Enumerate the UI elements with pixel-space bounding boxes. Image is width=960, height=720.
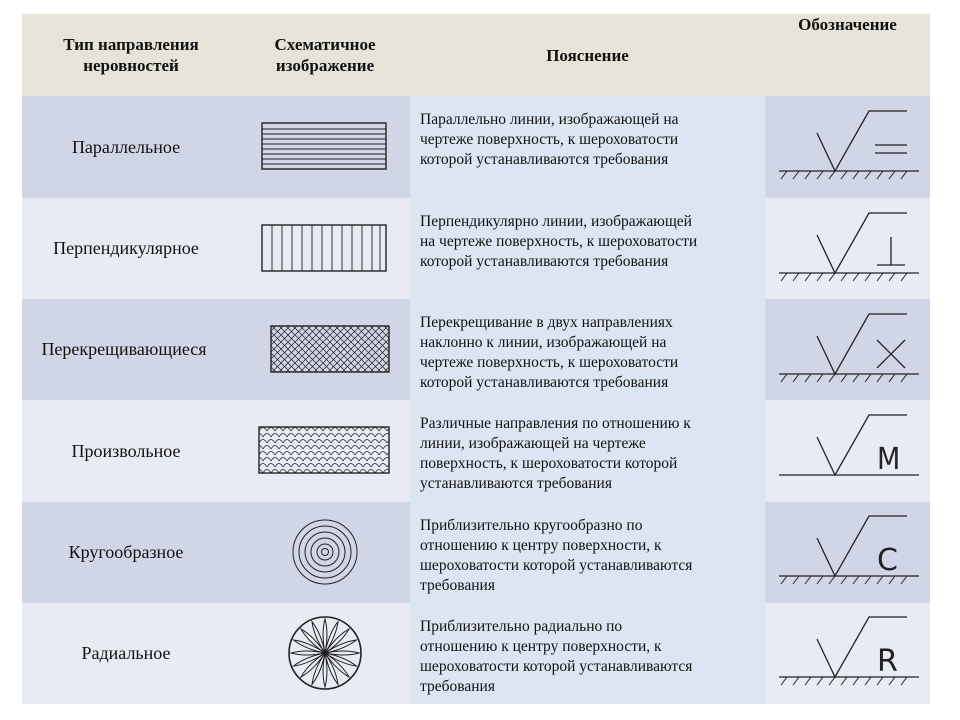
random-pattern-icon xyxy=(258,426,390,474)
explanation-cell: Перекрещивание в двух направлениях накло… xyxy=(410,299,765,401)
header-designation: Обозначение xyxy=(765,14,930,96)
schematic-cell xyxy=(240,299,410,401)
explanation-cell: Перпендикулярно линии, изображающей на ч… xyxy=(410,198,765,300)
header-explanation: Пояснение xyxy=(410,14,765,96)
lay-type-cell: Перпендикулярное xyxy=(22,198,240,300)
designation-cell xyxy=(765,198,930,300)
lay-type-cell: Параллельное xyxy=(22,96,240,199)
table-row: Радиальное Приблизительно радиально по о… xyxy=(22,602,930,704)
designation-cell: R xyxy=(765,602,930,704)
lay-type-cell: Радиальное xyxy=(22,602,240,704)
schematic-cell xyxy=(240,501,410,603)
header-schematic: Схематичное изображение xyxy=(240,14,410,96)
roughness-C-symbol-icon: C xyxy=(778,515,919,585)
schematic-cell xyxy=(240,198,410,300)
explanation-text: Перпендикулярно линии, изображающей на ч… xyxy=(420,213,698,271)
symbol-letter: R xyxy=(877,644,898,679)
table-row: Перекрещивающиеся Перекрещивание в двух … xyxy=(22,299,930,401)
explanation-cell: Приблизительно кругообразно по отношению… xyxy=(410,501,765,603)
explanation-text: Перекрещивание в двух направлениях накло… xyxy=(420,314,679,392)
lay-type-cell: Произвольное xyxy=(22,400,240,502)
roughness-M-symbol-icon: M xyxy=(778,414,919,477)
crossed-hatch-icon xyxy=(270,325,390,373)
table-row: Параллельное Параллельно линии, изобража… xyxy=(22,96,930,199)
perpendicular-lines-icon xyxy=(261,224,387,272)
header-text: Схематичное изображение xyxy=(274,35,376,75)
schematic-cell xyxy=(240,602,410,704)
table-header-row: Тип направления неровностей Схематичное … xyxy=(22,14,930,96)
explanation-text: Параллельно линии, изображающей на черте… xyxy=(420,111,679,168)
explanation-cell: Приблизительно радиально по отношению к … xyxy=(410,602,765,704)
parallel-lines-icon xyxy=(261,122,387,170)
explanation-text: Приблизительно кругообразно по отношению… xyxy=(420,516,693,594)
table-row: Перпендикулярное Перпендикулярно линии, … xyxy=(22,198,930,300)
explanation-text: Приблизительно радиально по отношению к … xyxy=(420,617,693,695)
table-row: Произвольное Различные направления по от… xyxy=(22,400,930,502)
table-row: Кругообразное Приблизительно кругообразн… xyxy=(22,501,930,603)
explanation-cell: Различные направления по отношению к лин… xyxy=(410,400,765,502)
radial-rosette-icon xyxy=(288,616,362,691)
roughness-R-symbol-icon: R xyxy=(778,616,919,686)
schematic-cell xyxy=(240,96,410,199)
roughness-parallel-symbol-icon xyxy=(778,110,919,180)
designation-cell xyxy=(765,299,930,401)
header-text: Обозначение xyxy=(798,15,897,34)
explanation-text: Различные направления по отношению к лин… xyxy=(420,415,691,493)
roughness-crossed-symbol-icon xyxy=(778,313,919,383)
schematic-cell xyxy=(240,400,410,502)
header-lay-type: Тип направления неровностей xyxy=(22,14,240,96)
designation-cell xyxy=(765,96,930,199)
symbol-letter: M xyxy=(877,442,900,477)
designation-cell: M xyxy=(765,400,930,502)
concentric-circles-icon xyxy=(292,519,358,585)
lay-type-cell: Перекрещивающиеся xyxy=(22,299,240,401)
surface-lay-table: Тип направления неровностей Схематичное … xyxy=(22,14,930,704)
designation-cell: C xyxy=(765,501,930,603)
lay-type-cell: Кругообразное xyxy=(22,501,240,603)
roughness-perpendicular-symbol-icon xyxy=(778,212,919,282)
symbol-letter: C xyxy=(877,543,898,578)
header-text: Пояснение xyxy=(546,45,629,65)
explanation-cell: Параллельно линии, изображающей на черте… xyxy=(410,96,765,199)
header-text: Тип направления неровностей xyxy=(63,35,199,75)
